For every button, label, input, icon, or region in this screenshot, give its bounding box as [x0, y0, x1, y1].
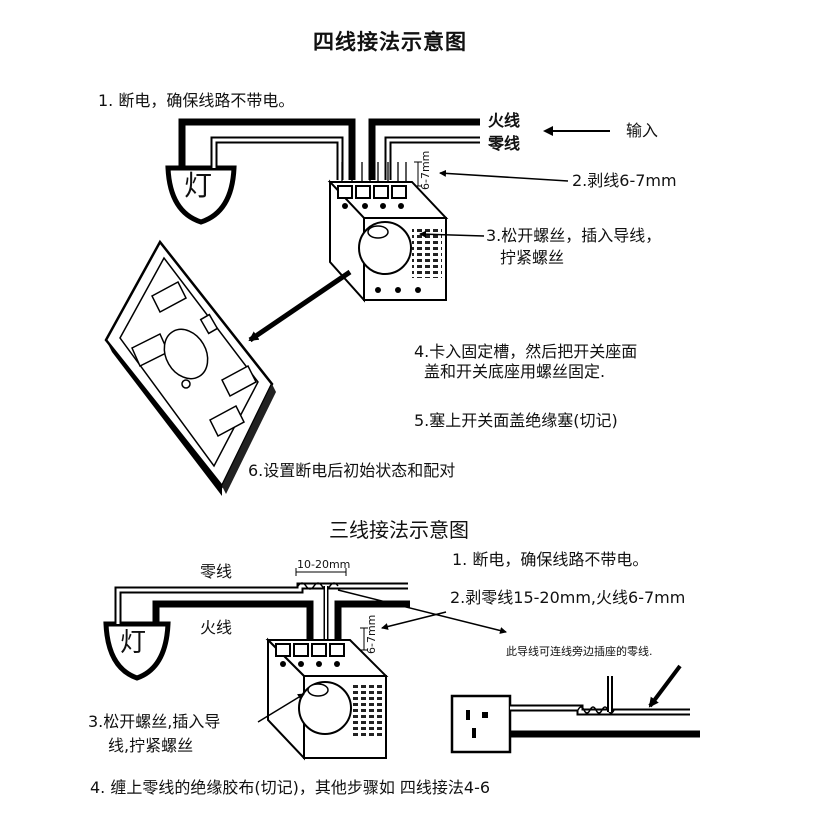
input-label: 输入	[626, 121, 659, 140]
wire-splice	[297, 582, 339, 590]
switch-module	[327, 179, 449, 303]
four-wire-step5: 5.塞上开关面盖绝缘塞(切记)	[414, 411, 618, 430]
mount-arrow	[248, 269, 352, 343]
three-wire-step1: 1. 断电，确保线路不带电。	[452, 550, 649, 569]
three-wire-live-label: 火线	[200, 618, 233, 637]
lamp-label-2: 灯	[120, 628, 147, 658]
neutral-link-arrow	[337, 589, 507, 634]
neutral-note: 此导线可连线旁边插座的零线.	[506, 645, 653, 658]
three-wire-title: 三线接法示意图	[329, 518, 469, 542]
four-wire-step1: 1. 断电，确保线路不带电。	[98, 91, 295, 110]
four-wire-step3-line1: 3.松开螺丝，插入导线，	[486, 226, 662, 245]
four-wire-step3-line2: 拧紧螺丝	[500, 248, 565, 267]
live-label: 火线	[488, 111, 521, 130]
four-wire-step2: 2.剥线6-7mm	[572, 171, 677, 190]
four-wire-step4-line2: 盖和开关底座用螺丝固定.	[424, 362, 606, 381]
four-wire-step6: 6.设置断电后初始状态和配对	[248, 461, 456, 480]
three-wire-step2: 2.剥零线15-20mm,火线6-7mm	[450, 588, 686, 607]
note-arrow	[648, 664, 682, 708]
socket-icon	[450, 694, 512, 754]
screw-arrow	[419, 230, 485, 238]
switch-module-2	[265, 637, 389, 761]
strip-small-label-2: 6-7mm	[365, 614, 378, 654]
four-wire-title: 四线接法示意图	[313, 30, 467, 54]
strip-marker-label: 6-7mm	[419, 150, 432, 190]
lamp-icon	[165, 165, 237, 225]
three-wire-diagram	[103, 568, 700, 761]
wall-back-box	[104, 239, 276, 496]
lamp-wire-black	[178, 118, 356, 180]
lamp-label: 灯	[184, 169, 213, 202]
screw-arrow-2	[257, 693, 305, 723]
strip-long-label: 10-20mm	[297, 558, 351, 571]
three-wire-step4: 4. 缠上零线的绝缘胶布(切记)，其他步骤如 四线接法4-6	[90, 778, 491, 797]
three-wire-neutral-label: 零线	[200, 562, 233, 581]
live-input-wire	[368, 118, 480, 180]
three-wire-step3-line1: 3.松开螺丝,插入导	[88, 712, 221, 731]
lamp-icon-2	[103, 621, 171, 681]
four-wire-step4-line1: 4.卡入固定槽，然后把开关座面	[414, 342, 638, 361]
three-wire-step3-line2: 线,拧紧螺丝	[108, 736, 194, 755]
neutral-label: 零线	[488, 134, 521, 153]
four-wire-diagram	[104, 118, 610, 496]
strip-arrow	[439, 169, 569, 182]
